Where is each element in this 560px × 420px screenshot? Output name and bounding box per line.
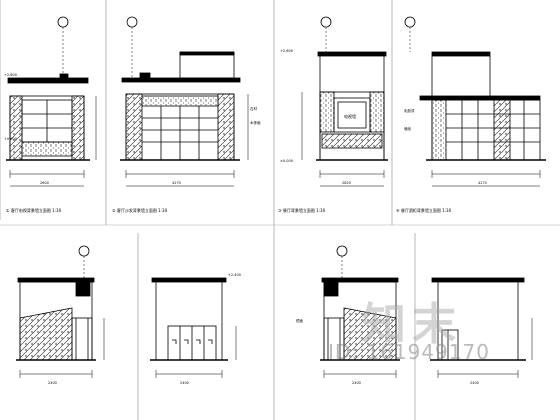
door-frame [71,317,93,361]
dim-total-p2: 4270 [172,181,181,185]
stone-column-right [217,93,235,161]
grid-marker-circle [57,16,69,28]
stone-column-left [125,93,143,161]
tv-cabinet [21,141,73,157]
upper-soffit-outline [179,51,235,79]
stone-cladding [19,307,73,361]
material-note: 乳胶漆 [404,108,415,113]
material-note: 墙纸 [404,126,412,131]
panel-caption-p3: ③ 餐厅背景墙立面图 1:30 [278,207,326,213]
stone-column-left [9,95,23,161]
grid-marker-circle [320,16,332,28]
level-tag: ±0.000 [280,159,293,163]
elevation-panel-4 [404,16,546,187]
elevation-panel-1 [6,16,97,187]
elevation-panel-3 [301,16,388,187]
cornice-block [139,72,151,82]
level-tag: +0.900 [4,137,17,141]
elevation-panel-2 [120,16,249,187]
dim-total-p3: 2820 [342,181,351,185]
side-panel-left [319,91,335,133]
dim-total-p7: 2400 [352,381,361,385]
feature-frame [333,97,371,133]
ceiling-band [151,277,227,283]
material-note: 镜面 [296,318,304,323]
ceiling-band [17,277,95,283]
side-panel-left [431,99,447,161]
ceiling-band [431,51,491,57]
elevation-panel-5 [16,245,105,378]
dim-total-p5: 2400 [48,381,57,385]
ceiling-band [321,277,399,283]
grid-marker-circle [404,16,416,28]
ceiling-band [7,77,89,84]
level-tag: +2.800 [4,73,17,77]
dim-total-p6: 2400 [180,381,189,385]
cornice-block [323,281,339,297]
cornice-block [75,281,91,297]
elevation-panel-6 [150,277,237,378]
panel-caption-p2: ② 客厅沙发背景墙立面图 1:30 [112,207,168,213]
dim-total-p4: 4270 [478,181,487,185]
frieze-band [141,95,219,107]
elevation-panel-7 [320,245,400,378]
cornice-block [59,73,69,83]
dim-total-p8: 2400 [470,381,479,385]
grid-marker-circle [126,16,138,28]
feature-inset [337,101,367,129]
ceiling-band [317,51,387,57]
level-tag: +2.600 [280,49,293,53]
dim-total-p1: 2600 [40,181,49,185]
grid-marker-circle [78,245,90,257]
panel-caption-p4: ④ 餐厅酒柜背景墙立面图 1:30 [396,207,452,213]
material-note: 木饰面 [250,120,261,125]
elevation-panel-8 [430,277,533,378]
material-note: 石材 [250,106,258,111]
panel-caption-p1: ① 客厅电视背景墙立面图 1:30 [6,207,62,213]
watermark-logo: 知末 [362,299,462,350]
side-panel-right [369,91,385,133]
ceiling-band [431,277,525,283]
watermark-id: ID: 161949170 [328,340,490,364]
level-tag: +2.400 [228,273,241,277]
feature-label: 电视墙 [344,113,356,119]
ceiling-band [121,77,241,83]
sideboard [321,133,383,149]
wine-rack [493,99,511,161]
grid-marker-circle [336,245,348,257]
stone-column-right [71,95,85,161]
